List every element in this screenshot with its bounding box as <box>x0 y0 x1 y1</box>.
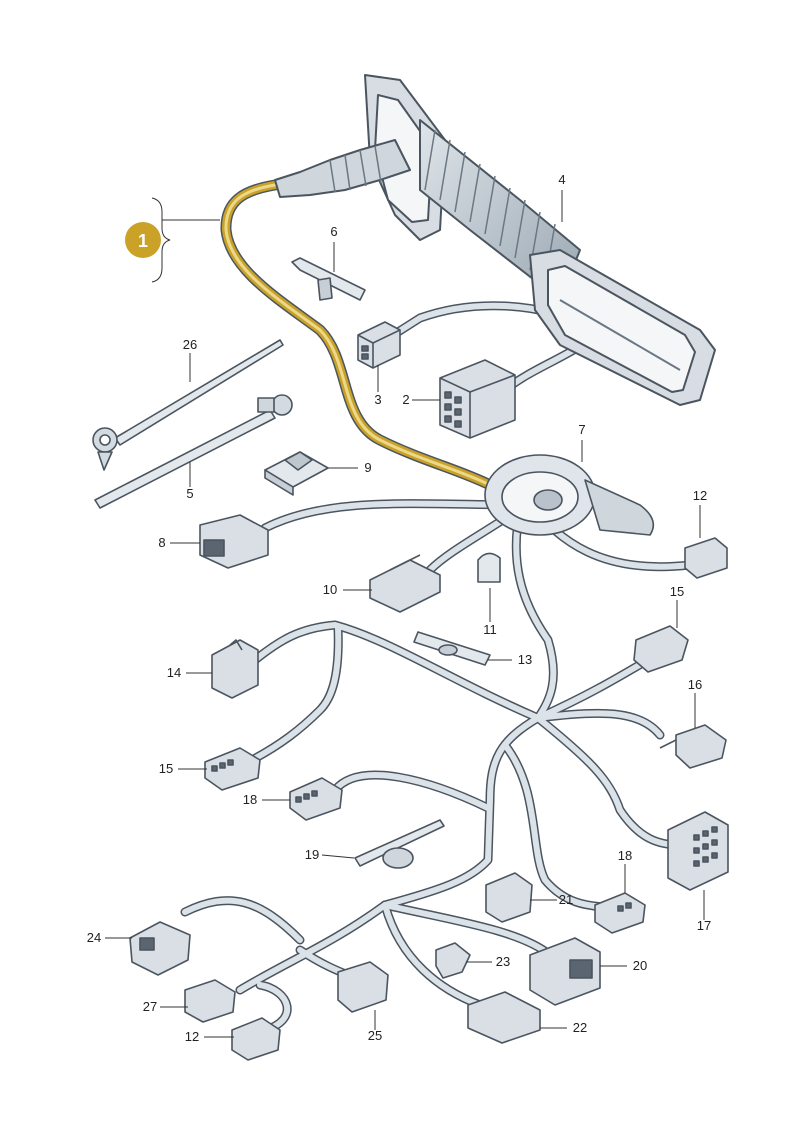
callout-4: 4 <box>558 172 565 187</box>
callout-23: 23 <box>496 954 510 969</box>
callout-17: 17 <box>697 918 711 933</box>
callout-16: 16 <box>688 677 702 692</box>
callout-10: 10 <box>323 582 337 597</box>
callout-26: 26 <box>183 337 197 352</box>
callout-12-lower: 12 <box>185 1029 199 1044</box>
callout-18-right: 18 <box>618 848 632 863</box>
callout-27: 27 <box>143 999 157 1014</box>
callout-labels: 6 3 2 4 26 5 7 8 9 10 11 12 13 14 15 15 … <box>87 172 711 1044</box>
connector-part-10 <box>369 554 441 613</box>
clip-part-6 <box>291 257 366 301</box>
highlighted-cable <box>220 179 496 491</box>
clip-part-19 <box>354 819 445 869</box>
grommet-part-7 <box>484 454 655 536</box>
connector-part-15-upper <box>633 625 689 673</box>
connector-part-17 <box>667 811 729 891</box>
callout-7: 7 <box>578 422 585 437</box>
callout-21: 21 <box>559 892 573 907</box>
connector-part-12-lower <box>231 1017 281 1061</box>
callout-12-upper: 12 <box>693 488 707 503</box>
connector-part-18-right <box>594 892 646 934</box>
connector-part-14 <box>211 639 259 699</box>
connector-part-16 <box>659 724 727 769</box>
connector-part-18-left <box>289 777 343 821</box>
callout-14: 14 <box>167 665 181 680</box>
callout-6: 6 <box>330 224 337 239</box>
cable-tie-part-26 <box>92 339 284 471</box>
connector-part-22 <box>467 991 541 1044</box>
connector-part-8 <box>199 514 269 569</box>
item-1-badge: 1 <box>125 197 220 283</box>
callout-18-left: 18 <box>243 792 257 807</box>
connector-part-21 <box>485 872 533 923</box>
connector-part-2 <box>439 359 516 439</box>
callout-3: 3 <box>374 392 381 407</box>
cable-tie-part-5 <box>94 394 293 509</box>
callout-22: 22 <box>573 1020 587 1035</box>
door-boot-grommet <box>274 74 716 406</box>
item-1-badge-label: 1 <box>138 231 148 251</box>
callout-11: 11 <box>483 622 497 637</box>
connector-part-23 <box>435 942 471 979</box>
connector-part-27 <box>184 979 236 1023</box>
callout-24: 24 <box>87 930 101 945</box>
connector-part-20 <box>529 937 601 1006</box>
callout-9: 9 <box>364 460 371 475</box>
connector-part-24 <box>129 921 191 976</box>
callout-13: 13 <box>518 652 532 667</box>
callout-19: 19 <box>305 847 319 862</box>
clip-part-13 <box>413 631 491 666</box>
connector-part-15-lower <box>204 747 261 791</box>
connector-part-12-upper <box>684 537 728 579</box>
callout-5: 5 <box>186 486 193 501</box>
callout-25: 25 <box>368 1028 382 1043</box>
leader-lines <box>105 190 705 1038</box>
callout-15-lower: 15 <box>159 761 173 776</box>
holder-part-9 <box>264 451 329 496</box>
callout-20: 20 <box>633 958 647 973</box>
callout-2: 2 <box>402 392 409 407</box>
cap-part-11 <box>477 552 501 583</box>
connector-part-25 <box>337 961 389 1013</box>
callout-8: 8 <box>158 535 165 550</box>
callout-15-upper: 15 <box>670 584 684 599</box>
connector-part-3 <box>357 321 401 369</box>
